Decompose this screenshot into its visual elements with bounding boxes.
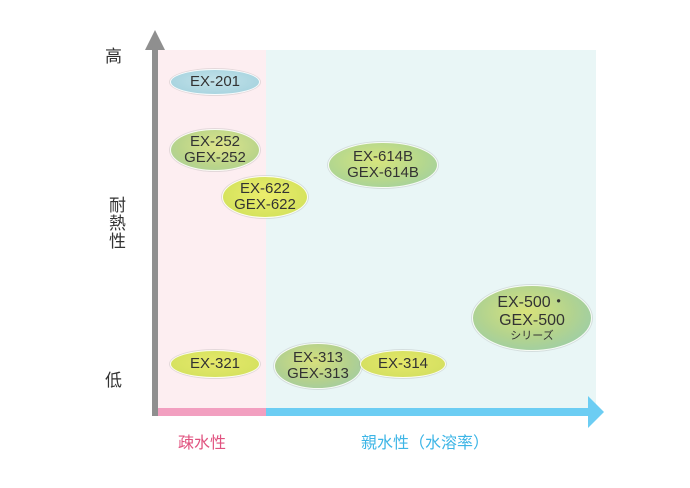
product-ex-201-line1: EX-201: [189, 73, 241, 90]
product-ex-622-line2: GEX-622: [234, 196, 296, 213]
product-ex-314: EX-314: [360, 350, 446, 378]
product-ex-252: EX-252 GEX-252: [170, 129, 260, 171]
product-ex-313: EX-313 GEX-313: [274, 343, 362, 389]
product-ex-321: EX-321: [170, 350, 260, 378]
x-axis-hydrophobic-label: 疎水性: [178, 435, 227, 452]
x-axis-hydrophobic-bar: [158, 408, 266, 416]
product-ex-500-series: EX-500・ GEX-500 シリーズ: [472, 285, 592, 351]
product-ex-201: EX-201: [170, 69, 260, 95]
product-ex-252-line2: GEX-252: [184, 149, 246, 166]
x-axis-hydrophilic-bar: [266, 408, 588, 416]
product-ex-314-line1: EX-314: [377, 355, 429, 372]
product-ex-313-line1: EX-313: [292, 349, 344, 366]
product-ex-622-line1: EX-622: [239, 180, 291, 197]
product-ex-321-line1: EX-321: [189, 355, 241, 372]
product-ex-614b: EX-614B GEX-614B: [328, 142, 438, 188]
x-axis-hydrophilic-label: 親水性（水溶率）: [361, 435, 490, 452]
product-ex-313-line2: GEX-313: [287, 365, 349, 382]
product-ex-614b-line1: EX-614B: [352, 148, 414, 165]
y-axis-title: 耐熱性: [106, 196, 125, 250]
y-axis-low-label: 低: [105, 371, 122, 390]
y-axis-arrowhead: [145, 30, 165, 50]
product-ex-622: EX-622 GEX-622: [222, 176, 308, 218]
y-axis-high-label: 高: [105, 47, 122, 66]
x-axis-arrowhead: [588, 396, 604, 428]
product-ex-500-line3: シリーズ: [510, 329, 554, 342]
product-ex-500-line1: EX-500・: [497, 293, 567, 311]
product-ex-500-line2: GEX-500: [499, 311, 565, 329]
hydrophobic-zone: [158, 50, 266, 408]
product-ex-252-line1: EX-252: [189, 133, 241, 150]
product-ex-614b-line2: GEX-614B: [347, 164, 419, 181]
y-axis-line: [152, 46, 158, 416]
